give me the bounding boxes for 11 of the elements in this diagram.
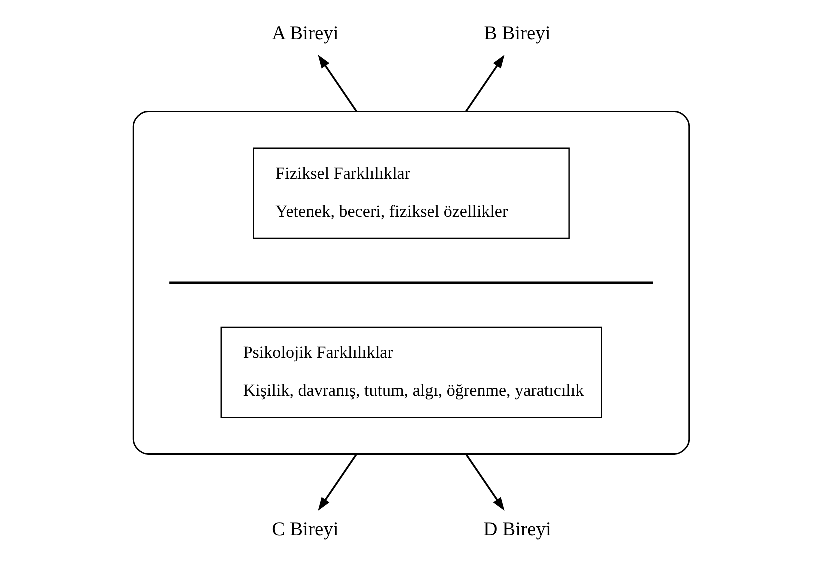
node-text: D Bireyi <box>484 520 552 541</box>
node-text: A Bireyi <box>272 24 339 45</box>
arrow <box>318 54 358 112</box>
node-text: C Bireyi <box>272 520 339 541</box>
cluster <box>132 111 690 455</box>
node-box: Fiziksel Farklılıklar Yetenek, beceri, fiziksel özellikler <box>253 148 570 240</box>
node-text: B Bireyi <box>484 24 551 45</box>
arrow <box>318 454 358 512</box>
arrow <box>465 54 505 112</box>
arrow <box>465 454 505 512</box>
node-box: Psikolojik Farklılıklar Kişilik, davranış, tutum, algı, öğrenme, yaratıcılık <box>220 326 602 418</box>
